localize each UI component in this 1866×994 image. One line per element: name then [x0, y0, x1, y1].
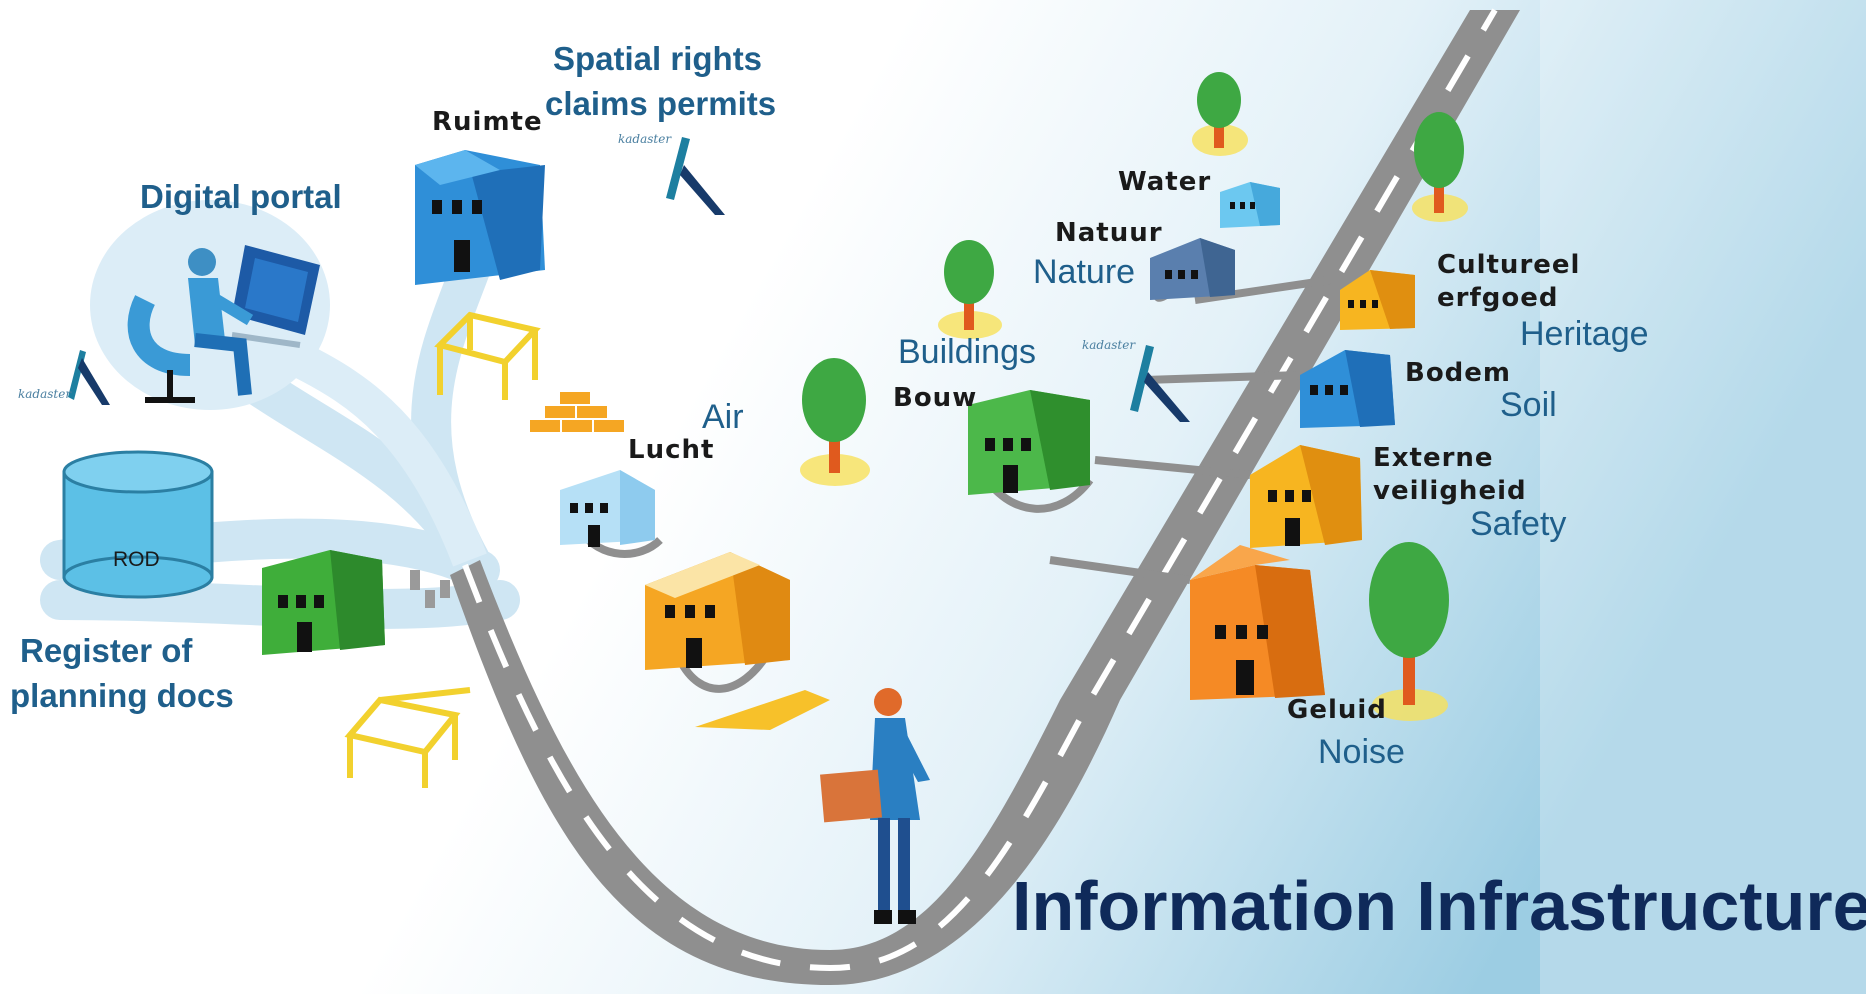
label-planning-docs: planning docs: [10, 677, 234, 714]
label-veiligheid: veiligheid: [1373, 476, 1527, 506]
label-erfgoed: erfgoed: [1437, 283, 1559, 313]
page-title: Information Infrastructure: [1012, 867, 1866, 945]
kadaster-logo-left: [68, 350, 110, 405]
label-register-of: Register of: [20, 632, 193, 669]
label-air: Air: [702, 398, 744, 436]
label-externe: Externe: [1373, 443, 1494, 473]
bricks: [530, 392, 624, 432]
label-ruimte: Ruimte: [432, 107, 543, 137]
house-geluid: [1190, 545, 1325, 700]
label-spatial-rights: Spatial rights: [553, 40, 763, 77]
kadaster-wordmark-right: kadaster: [1082, 338, 1136, 352]
rod-database: [62, 450, 214, 599]
house-lucht: [560, 470, 655, 547]
label-lucht: Lucht: [628, 435, 715, 465]
house-cultureel: [1340, 270, 1415, 330]
label-bodem: Bodem: [1405, 358, 1512, 388]
label-bouw: Bouw: [893, 383, 978, 413]
person-at-computer: [127, 245, 320, 403]
road: [450, 8, 1520, 985]
house-bouw: [968, 390, 1090, 495]
label-noise: Noise: [1318, 733, 1405, 771]
kadaster-wordmark-top: kadaster: [618, 132, 672, 146]
house-bodem: [1300, 350, 1395, 428]
trees: [800, 72, 1468, 721]
background-panel: [1540, 0, 1866, 994]
house-green-left: [262, 550, 385, 655]
label-cultureel: Cultureel: [1437, 250, 1581, 280]
label-buildings: Buildings: [898, 333, 1036, 371]
road-debris: [410, 570, 450, 608]
house-ruimte: [415, 150, 545, 285]
label-nature: Nature: [1033, 253, 1136, 291]
label-water: Water: [1118, 167, 1212, 197]
label-digital-portal: Digital portal: [140, 178, 342, 215]
label-claims-permits: claims permits: [545, 85, 777, 122]
kadaster-wordmark-left: kadaster: [18, 387, 72, 401]
woman-with-briefcase: [820, 688, 930, 924]
label-heritage: Heritage: [1520, 315, 1649, 353]
road-connectors: [576, 193, 1331, 693]
house-natuur: [1150, 238, 1235, 300]
house-externe-veiligheid: [1250, 445, 1362, 548]
house-water: [1220, 182, 1280, 228]
label-soil: Soil: [1500, 386, 1557, 424]
yellow-panel: [695, 690, 830, 730]
building-frames: [344, 311, 541, 788]
kadaster-logo-right: [1130, 345, 1190, 422]
label-rod: ROD: [113, 548, 160, 571]
kadaster-logo-top: [666, 137, 725, 215]
house-orange-center: [645, 552, 790, 670]
label-natuur: Natuur: [1055, 218, 1163, 248]
label-geluid: Geluid: [1287, 695, 1387, 725]
label-safety: Safety: [1470, 505, 1567, 543]
